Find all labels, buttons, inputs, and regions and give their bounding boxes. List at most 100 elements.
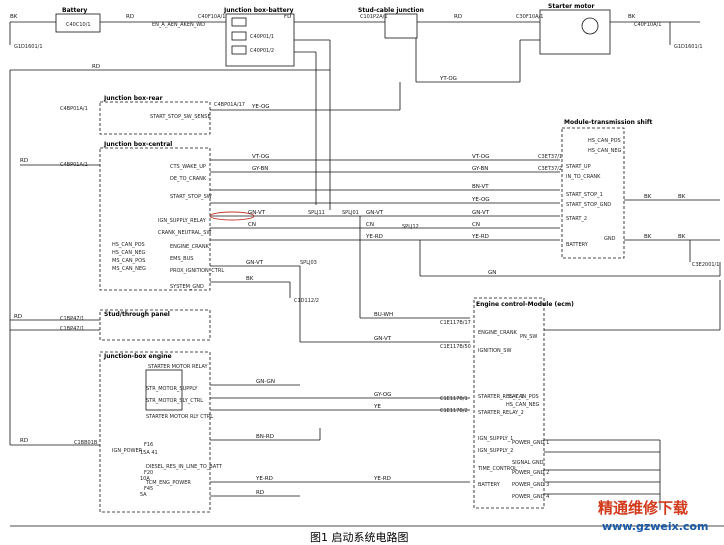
wire-rd-2: RD xyxy=(454,14,462,20)
wire-gy-bn-2: GY-BN xyxy=(472,166,488,172)
engine-signal-2: STR_MOTOR_SLY_CTRL xyxy=(146,398,203,404)
ecm-connector-1: C1E117B/17 xyxy=(440,320,471,326)
jb-bat-pin-2: C40P01/2 xyxy=(250,48,274,54)
wire-bk-7: BK xyxy=(678,234,686,240)
ecm-connector-3: C1E117B/1 xyxy=(440,396,468,402)
ecm-gnd-3: POWER_GND 2 xyxy=(512,470,549,476)
ecm-gnd-4: POWER_GND 3 xyxy=(512,482,549,488)
ecm-gnd-5: POWER_GND 4 xyxy=(512,494,549,500)
wire-bk-6: BK xyxy=(644,234,652,240)
wire-ye-rd-3: YE-RD xyxy=(255,476,273,482)
wire-cn-2: CN xyxy=(366,222,374,228)
watermark-name: 精通维修下载 xyxy=(598,499,688,517)
can-label-3: MS_CAN_POS xyxy=(112,258,145,264)
engine-relay: STARTER MOTOR RELAY xyxy=(148,364,209,370)
wire-gn-gn: GN-GN xyxy=(256,379,275,385)
starter-motor-title: Starter motor xyxy=(548,3,595,10)
ecm-signal-3: HS_CAN_POS xyxy=(506,394,539,400)
central-signal-1: CTS_WAKE_UP xyxy=(170,164,206,170)
wire-bk-5: BK xyxy=(678,194,686,200)
wire-ye-rd: YE-RD xyxy=(365,234,383,240)
tcm-signal-7: START_2 xyxy=(566,216,587,222)
tcm-signal-2: HS_CAN_NEG xyxy=(588,148,621,154)
wire-rd-4: RD xyxy=(20,158,28,164)
ecm-signal-5: STARTER_RELAY_1 xyxy=(478,394,524,400)
stud-cable-title: Stud-cable junction xyxy=(358,7,424,14)
starter-connector-2: C40F10A/1 xyxy=(634,22,661,28)
panel-connector-2: C1BP47/1 xyxy=(60,326,84,332)
fuse-2-value: 10A xyxy=(140,476,150,482)
fuse-1: F16 xyxy=(144,442,153,448)
wire-bk-1: BK xyxy=(10,14,18,20)
wire-ye-og-rear: YE-OG xyxy=(251,104,270,110)
tcm-signal-8: BATTERY xyxy=(566,242,589,248)
wire-rd-6: RD xyxy=(20,438,28,444)
figure-caption: 图1 启动系统电路图 xyxy=(310,531,409,544)
stud-panel-title: Stud/through panel xyxy=(104,311,170,318)
wire-bn-vt: BN-VT xyxy=(472,184,489,190)
ground-1: G1D1601/1 xyxy=(14,44,43,50)
rear-pin: C4BP01A/1 xyxy=(60,106,88,112)
fuse-3-value: 5A xyxy=(140,492,147,498)
fuse-2: F20 xyxy=(144,470,153,476)
rear-signal: START_STOP_SW_SENSE xyxy=(150,114,211,120)
ecm-signal-7: IGN_SUPPLY_1 xyxy=(478,436,513,442)
wire-ye-rd-4: YE-RD xyxy=(373,476,391,482)
jb-rear-title: Junction box-rear xyxy=(103,95,163,102)
engine-signal-6: TCM_ENG_POWER xyxy=(145,480,191,486)
wire-gn: GN xyxy=(488,270,496,276)
wire-bk-4: BK xyxy=(644,194,652,200)
ground-2: G1D1601/1 xyxy=(674,44,703,50)
splice-3: SPLJ03 xyxy=(300,260,317,266)
central-signal-8: PROX_IGNITION_CTRL xyxy=(170,268,224,274)
wire-cn: CN xyxy=(248,222,256,228)
wire-gn-vt: GN-VT xyxy=(248,210,266,216)
tcm-title: Module-transmission shift xyxy=(564,119,652,126)
ecm-connector-4: C1E117B/2 xyxy=(440,408,468,414)
watermark-url: www.gzweix.com xyxy=(602,520,708,533)
jb-central-title: Junction box-central xyxy=(103,141,172,148)
wire-vt-og: VT-OG xyxy=(252,154,269,160)
wire-bk-2: BK xyxy=(628,14,636,20)
battery-connector: C40C10/1 xyxy=(66,22,91,28)
wire-bk-3: BK xyxy=(246,276,254,282)
tcm-signal-4: IN_TO_CRANK xyxy=(566,174,601,180)
ecm-signal-6: STARTER_RELAY_2 xyxy=(478,410,524,416)
wire-rd-7: RD xyxy=(256,490,264,496)
fuse-1-value: 15A 41 xyxy=(140,450,158,456)
splice-1: SPLJ01 xyxy=(342,210,359,216)
wire-cn-3: CN xyxy=(472,222,480,228)
wire-bu-wh: BU-WH xyxy=(374,312,393,318)
central-signal-3: START_STOP_SW xyxy=(170,194,212,200)
central-signal-7: EMS_BUS xyxy=(170,256,193,262)
ecm-signal-10: BATTERY xyxy=(478,482,501,488)
ecm-signal-2: IGNITION_SW xyxy=(478,348,511,354)
tcm-signal-5: START_STOP_1 xyxy=(566,192,603,198)
ecm-signal-8: IGN_SUPPLY_2 xyxy=(478,448,513,454)
engine-connector: C1BB01B xyxy=(74,440,98,446)
wire-yt-og: YT-OG xyxy=(439,76,457,82)
jb-battery-title: Junction box-battery xyxy=(223,7,294,14)
wire-gy-bn: GY-BN xyxy=(252,166,268,172)
can-label-4: MS_CAN_NEG xyxy=(112,266,146,272)
wire-ye: YE xyxy=(373,404,381,410)
ecm-gnd-2: SIGNAL GND xyxy=(512,460,544,466)
tcm-signal-6: START_STOP_GND xyxy=(566,202,611,208)
can-label-1: HS_CAN_POS xyxy=(112,242,145,248)
tcm-gnd: GND xyxy=(604,236,616,242)
central-signal-4: IGN_SUPPLY_RELAY xyxy=(158,218,207,224)
ecm-signal-4: HS_CAN_NEG xyxy=(506,402,539,408)
rear-pin-2: C4BP01A/17 xyxy=(214,102,245,108)
ecm-title: Engine control-Module (ecm) xyxy=(476,301,574,308)
central-pin: C4BP01A/1 xyxy=(60,162,88,168)
wire-gy-og: GY-OG xyxy=(374,392,391,398)
ecm-signal-9: TIME_CONTROL xyxy=(477,466,517,472)
tcm-connector-1: C3ET37/1 xyxy=(538,154,562,160)
wire-gn-vt-2: GN-VT xyxy=(366,210,384,216)
wire-gn-vt-4: GN-VT xyxy=(246,260,264,266)
wire-bn-rd: BN-RD xyxy=(256,434,274,440)
panel-connector-1: C1BP47/1 xyxy=(60,316,84,322)
wire-ye-rd-2: YE-RD xyxy=(471,234,489,240)
fuse-3: F45 xyxy=(144,486,153,492)
